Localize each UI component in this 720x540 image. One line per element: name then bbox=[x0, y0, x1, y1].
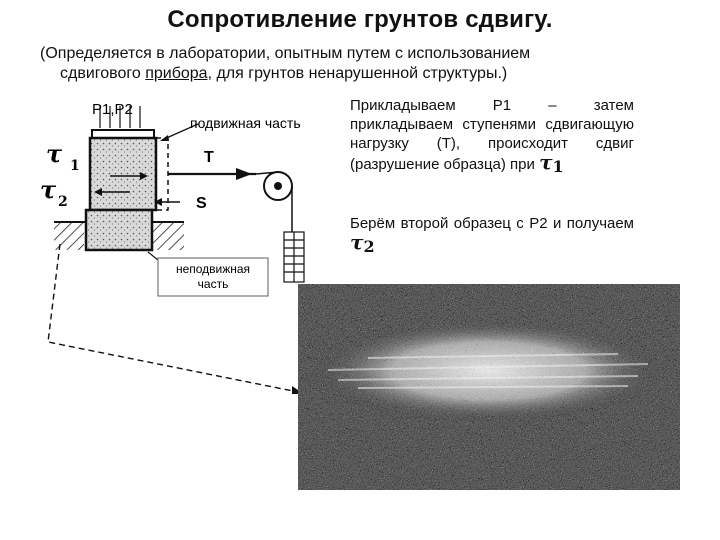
tau-symbol-2: τ bbox=[350, 230, 363, 254]
fixed-part-label-1: неподвижная bbox=[176, 262, 250, 276]
load-label: P1,P2 bbox=[92, 101, 133, 118]
paragraph-2: Берём второй образец с P2 и получаем τ2 bbox=[350, 214, 634, 256]
shear-plane-photo bbox=[298, 284, 680, 490]
fixed-box bbox=[86, 210, 152, 250]
moving-part-label: подвижная часть bbox=[190, 115, 301, 131]
callout-line bbox=[148, 252, 158, 260]
tau2-index: 2 bbox=[58, 194, 68, 210]
tau1-index: 1 bbox=[70, 158, 80, 174]
tau-index-2: 2 bbox=[363, 237, 374, 256]
paragraph-1-text: Прикладываем P1 – затем прикладываем сту… bbox=[350, 97, 634, 173]
force-arrow-icon bbox=[236, 168, 252, 180]
tau-symbol: τ bbox=[539, 150, 552, 174]
shear-device-diagram: P1,P2 подвижная часть T S τ 1 τ 2 bbox=[30, 94, 330, 394]
tau2-symbol: τ bbox=[40, 175, 57, 204]
moving-box bbox=[90, 138, 156, 210]
page-title: Сопротивление грунтов сдвигу. bbox=[0, 6, 720, 34]
force-label: T bbox=[204, 149, 214, 166]
fixed-part-label-2: часть bbox=[198, 277, 229, 291]
paragraph-1: Прикладываем P1 – затем прикладываем сту… bbox=[350, 96, 634, 176]
paragraph-2-text: Берём второй образец с P2 и получаем bbox=[350, 215, 634, 232]
subtitle-text-a: сдвигового bbox=[60, 65, 145, 82]
weights-icon bbox=[284, 232, 304, 282]
subtitle-line-1: (Определяется в лаборатории, опытным пут… bbox=[40, 44, 700, 64]
subtitle: (Определяется в лаборатории, опытным пут… bbox=[40, 44, 700, 84]
subtitle-text-b: , для грунтов ненарушенной структуры.) bbox=[208, 65, 508, 82]
displacement-label: S bbox=[196, 195, 207, 212]
tau-index: 1 bbox=[553, 157, 564, 176]
subtitle-underlined-word: прибора bbox=[145, 65, 207, 82]
tau1-symbol: τ bbox=[46, 139, 63, 168]
subtitle-line-2: сдвигового прибора, для грунтов ненаруше… bbox=[40, 64, 700, 84]
